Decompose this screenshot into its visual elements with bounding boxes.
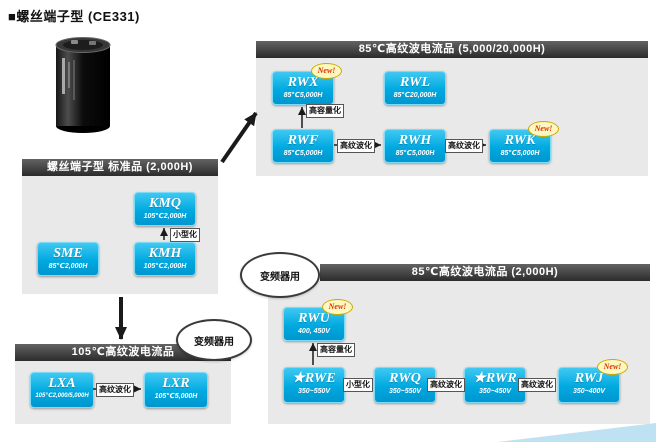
product-name: RWU: [298, 311, 330, 326]
product-spec: 105℃2,000H: [143, 263, 187, 270]
product-box-rwk: RWK 85℃5,000H New!: [489, 121, 559, 163]
product-spec: 85℃5,000H: [283, 150, 323, 157]
product-name: RWH: [398, 133, 432, 148]
product-name: LXA: [48, 376, 76, 391]
product-box-lxa: LXA 105℃2,000/5,000H: [30, 372, 94, 408]
product-name: SME: [53, 246, 83, 261]
product-name: RWX: [287, 75, 319, 90]
product-box-rwu: RWU 400, 450V New!: [283, 299, 353, 341]
inverter-use-oval: 变频器用: [176, 319, 252, 361]
product-spec: 105℃2,000H: [143, 213, 187, 220]
group-header-standard: 螺丝端子型 标准品 (2,000H): [22, 159, 218, 176]
group-header-ripple105: 105℃高纹波电流品: [15, 344, 231, 361]
group-header-ripple85-long: 85℃高纹波电流品 (5,000/20,000H): [256, 41, 648, 58]
arrow-label-ripple-up: 高纹波化: [96, 383, 134, 397]
product-name: ★RWE: [292, 371, 336, 386]
product-box-rwx: RWX 85℃5,000H New!: [272, 63, 342, 105]
product-box-rwj: RWJ 350~400V New!: [558, 359, 628, 403]
product-box-rwr: ★RWR 350~450V: [464, 367, 526, 403]
product-spec: 105℃2,000/5,000H: [35, 393, 89, 399]
product-name: RWL: [399, 75, 431, 90]
arrow-label-capacity-up: 高容量化: [317, 343, 355, 357]
product-spec: 85℃5,000H: [395, 150, 435, 157]
arrow-label-compact: 小型化: [343, 378, 373, 392]
arrow-label-compact: 小型化: [170, 228, 200, 242]
product-spec: 85℃2,000H: [48, 263, 88, 270]
product-name: RWK: [504, 133, 536, 148]
product-name: RWQ: [389, 371, 421, 386]
arrow-label-ripple-up: 高纹波化: [337, 139, 375, 153]
page-title: ■螺丝端子型 (CE331): [8, 9, 140, 24]
arrow-label-ripple-up: 高纹波化: [445, 139, 483, 153]
product-spec: 400, 450V: [298, 328, 330, 335]
product-spec: 350~400V: [572, 388, 606, 395]
product-name: RWF: [287, 133, 319, 148]
new-badge: New!: [528, 121, 559, 137]
arrow-standard-to-ripple85-long: [220, 111, 258, 164]
new-badge: New!: [322, 299, 353, 315]
product-spec: 85℃5,000H: [500, 150, 540, 157]
product-box-rwe: ★RWE 350~550V: [283, 367, 345, 403]
product-spec: 85℃5,000H: [283, 92, 323, 99]
new-badge: New!: [311, 63, 342, 79]
inverter-use-oval: 变频器用: [240, 252, 320, 298]
product-spec: 350~550V: [388, 388, 422, 395]
capacitor-photo: [46, 28, 120, 136]
product-box-rwl: RWL 85℃20,000H: [384, 71, 446, 105]
product-spec: 350~550V: [297, 388, 331, 395]
product-box-lxr: LXR 105℃5,000H: [144, 372, 208, 408]
new-badge: New!: [597, 359, 628, 375]
product-spec: 85℃20,000H: [393, 92, 437, 99]
product-box-rwq: RWQ 350~550V: [374, 367, 436, 403]
group-header-ripple85-2000: 85℃高纹波电流品 (2,000H): [320, 264, 650, 281]
product-spec: 105℃5,000H: [154, 393, 198, 400]
arrow-label-ripple-up: 高纹波化: [427, 378, 465, 392]
product-name: ★RWR: [473, 371, 517, 386]
product-box-sme: SME 85℃2,000H: [37, 242, 99, 276]
product-spec: 350~450V: [478, 388, 512, 395]
product-box-kmh: KMH 105℃2,000H: [134, 242, 196, 276]
product-box-rwf: RWF 85℃5,000H: [272, 129, 334, 163]
product-name: LXR: [162, 376, 190, 391]
product-name: RWJ: [574, 371, 604, 386]
product-name: KMQ: [149, 196, 181, 211]
arrow-label-capacity-up: 高容量化: [306, 104, 344, 118]
product-box-rwh: RWH 85℃5,000H: [384, 129, 446, 163]
arrow-label-ripple-up: 高纹波化: [518, 378, 556, 392]
product-box-kmq: KMQ 105℃2,000H: [134, 192, 196, 226]
product-name: KMH: [148, 246, 182, 261]
